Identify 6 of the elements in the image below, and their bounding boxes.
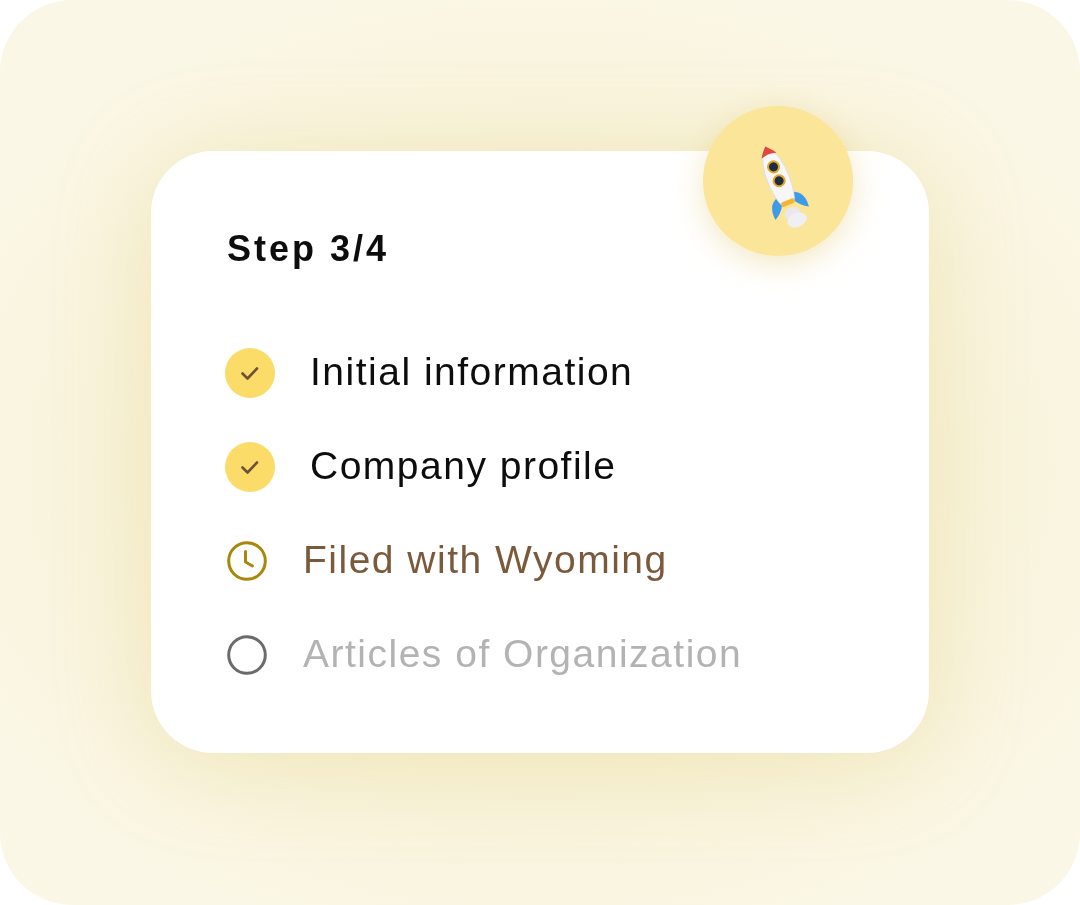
step-label: Articles of Organization	[303, 630, 743, 677]
card	[151, 151, 929, 753]
step-label: Company profile	[310, 442, 617, 489]
step-label: Initial information	[310, 348, 634, 395]
step-label: Filed with Wyoming	[303, 536, 668, 583]
step-title: Step 3/4	[227, 226, 390, 270]
